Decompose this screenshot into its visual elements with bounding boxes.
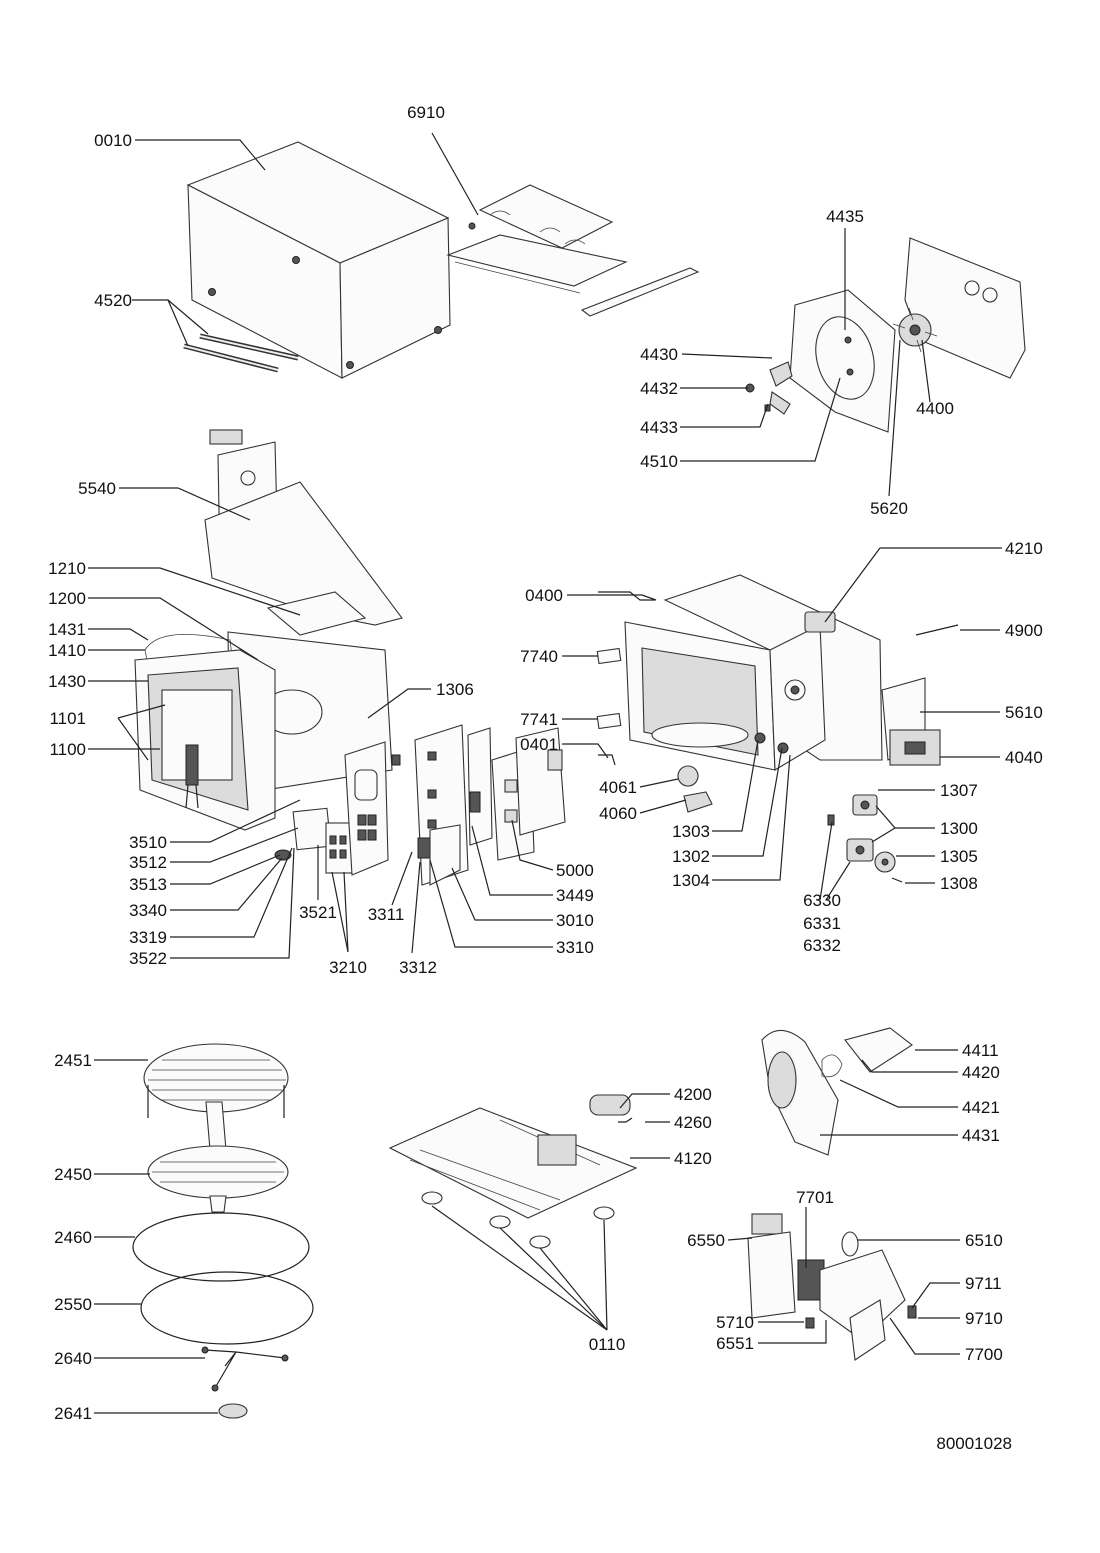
label-6331: 6331	[803, 914, 841, 933]
label-2450: 2450	[54, 1165, 92, 1184]
label-0400: 0400	[525, 586, 563, 605]
leader-lines	[88, 132, 1002, 1414]
label-3512: 3512	[129, 853, 167, 872]
label-6332: 6332	[803, 936, 841, 955]
label-4411: 4411	[962, 1041, 999, 1060]
label-1100: 1100	[49, 740, 86, 759]
label-5710: 5710	[716, 1313, 754, 1332]
rear-convection-assembly-drawing	[745, 237, 1026, 433]
label-3510: 3510	[129, 833, 167, 852]
side-rods-drawing	[183, 333, 299, 373]
label-9710: 9710	[965, 1309, 1003, 1328]
label-1306: 1306	[436, 680, 474, 699]
label-4120: 4120	[674, 1149, 712, 1168]
label-0110: 0110	[589, 1335, 626, 1354]
label-6550: 6550	[687, 1231, 725, 1250]
label-1210: 1210	[48, 559, 86, 578]
label-7740: 7740	[520, 647, 558, 666]
label-4421: 4421	[962, 1098, 1000, 1117]
label-3312: 3312	[399, 958, 437, 977]
outer-cabinet-drawing	[186, 141, 451, 379]
label-4260: 4260	[674, 1113, 712, 1132]
fan-light-assembly-drawing	[747, 1213, 917, 1361]
label-4433: 4433	[640, 418, 678, 437]
label-9711: 9711	[965, 1274, 1002, 1293]
label-4210: 4210	[1005, 539, 1043, 558]
label-6330: 6330	[803, 891, 841, 910]
label-4431: 4431	[962, 1126, 1000, 1145]
label-4900: 4900	[1005, 621, 1043, 640]
label-1303: 1303	[672, 822, 710, 841]
label-4510: 4510	[640, 452, 678, 471]
label-4520: 4520	[94, 291, 132, 310]
label-5620: 5620	[870, 499, 908, 518]
label-7701: 7701	[796, 1188, 834, 1207]
label-3010: 3010	[556, 911, 594, 930]
label-7700: 7700	[965, 1345, 1003, 1364]
top-cover-plates-drawing	[446, 184, 700, 317]
label-3310: 3310	[556, 938, 594, 957]
label-4060: 4060	[599, 804, 637, 823]
label-1304: 1304	[672, 871, 710, 890]
label-1305: 1305	[940, 847, 978, 866]
label-2550: 2550	[54, 1295, 92, 1314]
label-1431: 1431	[48, 620, 86, 639]
base-plate-drawing	[388, 1094, 638, 1249]
label-1302: 1302	[672, 847, 710, 866]
label-3521: 3521	[299, 903, 337, 922]
label-4435: 4435	[826, 207, 864, 226]
label-1430: 1430	[48, 672, 86, 691]
label-3210: 3210	[329, 958, 367, 977]
label-1308: 1308	[940, 874, 978, 893]
fan-duct-assembly-drawing	[761, 1027, 913, 1156]
label-6551: 6551	[716, 1334, 754, 1353]
label-1101: 1101	[49, 709, 86, 728]
label-2640: 2640	[54, 1349, 92, 1368]
label-4432: 4432	[640, 379, 678, 398]
switch-motor-parts-drawing	[827, 794, 903, 883]
door-assembly-drawing	[134, 631, 393, 831]
label-4061: 4061	[599, 778, 637, 797]
label-4430: 4430	[640, 345, 678, 364]
label-1200: 1200	[48, 589, 86, 608]
label-3340: 3340	[129, 901, 167, 920]
label-5540: 5540	[78, 479, 116, 498]
label-6510: 6510	[965, 1231, 1003, 1250]
label-6910: 6910	[407, 103, 445, 122]
label-2451: 2451	[54, 1051, 92, 1070]
label-1410: 1410	[48, 641, 86, 660]
label-2641: 2641	[54, 1404, 92, 1423]
label-0010: 0010	[94, 131, 132, 150]
label-5000: 5000	[556, 861, 594, 880]
label-7741: 7741	[520, 710, 558, 729]
rack-and-turntable-drawing	[132, 1043, 314, 1419]
label-3522: 3522	[129, 949, 167, 968]
label-4420: 4420	[962, 1063, 1000, 1082]
label-4200: 4200	[674, 1085, 712, 1104]
document-number: 80001028	[936, 1434, 1012, 1453]
label-4040: 4040	[1005, 748, 1043, 767]
label-3449: 3449	[556, 886, 594, 905]
label-0401: 0401	[520, 735, 558, 754]
label-5610: 5610	[1005, 703, 1043, 722]
oven-cavity-drawing	[596, 574, 959, 813]
label-4400: 4400	[916, 399, 954, 418]
label-1300: 1300	[940, 819, 978, 838]
control-panel-drawing	[274, 724, 566, 886]
label-1307: 1307	[940, 781, 978, 800]
label-2460: 2460	[54, 1228, 92, 1247]
label-3311: 3311	[368, 905, 405, 924]
label-3513: 3513	[129, 875, 167, 894]
label-3319: 3319	[129, 928, 167, 947]
side-panel-drawing	[204, 429, 403, 636]
